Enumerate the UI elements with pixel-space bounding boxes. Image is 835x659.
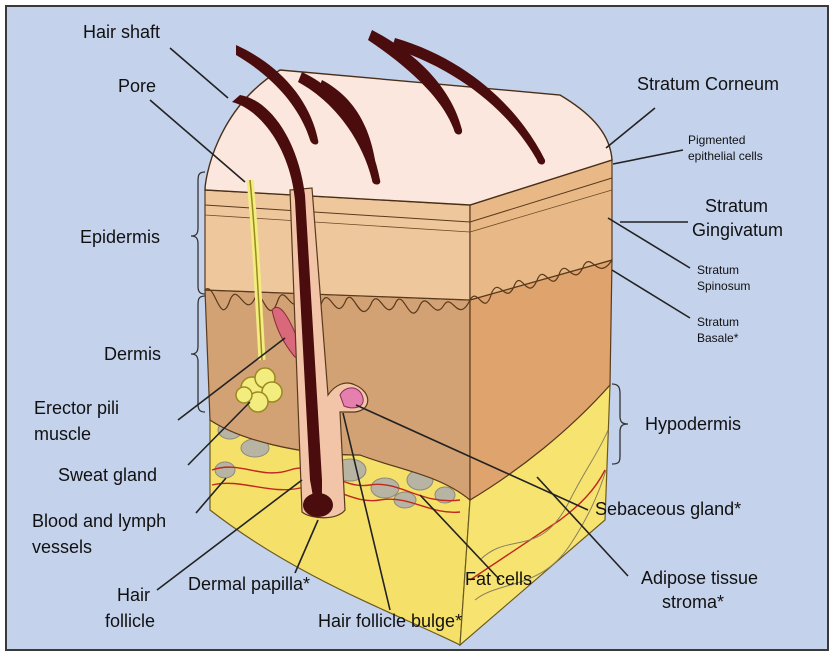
basale-leader xyxy=(612,270,690,318)
epidermis-front xyxy=(205,190,470,300)
stratum-corneum-leader xyxy=(606,108,655,148)
label-basale-2: Basale* xyxy=(697,331,739,345)
label-hair-follicle-1: Hair xyxy=(117,585,150,605)
label-erector-pili-1: Erector pili xyxy=(34,398,119,418)
hair-shaft-leader xyxy=(170,48,228,98)
label-erector-pili-2: muscle xyxy=(34,424,91,444)
label-hypodermis: Hypodermis xyxy=(645,414,741,434)
spinosum-leader xyxy=(608,218,690,268)
hypodermis-brace xyxy=(612,384,628,464)
label-basale-1: Stratum xyxy=(697,315,739,329)
label-spinosum-1: Stratum xyxy=(697,263,739,277)
label-adipose-1: Adipose tissue xyxy=(641,568,758,588)
label-blood-lymph-1: Blood and lymph xyxy=(32,511,166,531)
label-pigmented-1: Pigmented xyxy=(688,133,745,147)
label-sweat-gland: Sweat gland xyxy=(58,465,157,485)
pigmented-leader xyxy=(613,150,683,164)
label-dermal-papilla: Dermal papilla* xyxy=(188,574,310,594)
label-epidermis: Epidermis xyxy=(80,227,160,247)
label-gingivatum-2: Gingivatum xyxy=(692,220,783,240)
label-spinosum-2: Spinosum xyxy=(697,279,750,293)
label-hair-follicle-2: follicle xyxy=(105,611,155,631)
label-hair-shaft: Hair shaft xyxy=(83,22,160,42)
sebaceous-gland xyxy=(340,388,363,408)
skin-block xyxy=(205,30,612,645)
label-pigmented-2: epithelial cells xyxy=(688,149,763,163)
hair-bulb xyxy=(303,493,333,517)
label-sebaceous-gland: Sebaceous gland* xyxy=(595,499,741,519)
epidermis-brace xyxy=(191,172,205,294)
label-fat-cells: Fat cells xyxy=(465,569,532,589)
label-blood-lymph-2: vessels xyxy=(32,537,92,557)
label-gingivatum-1: Stratum xyxy=(705,196,768,216)
label-adipose-2: stroma* xyxy=(662,592,724,612)
label-pore: Pore xyxy=(118,76,156,96)
label-hair-follicle-bulge: Hair follicle bulge* xyxy=(318,611,462,631)
dermis-brace xyxy=(191,296,205,412)
label-dermis: Dermis xyxy=(104,344,161,364)
label-stratum-corneum: Stratum Corneum xyxy=(637,74,779,94)
